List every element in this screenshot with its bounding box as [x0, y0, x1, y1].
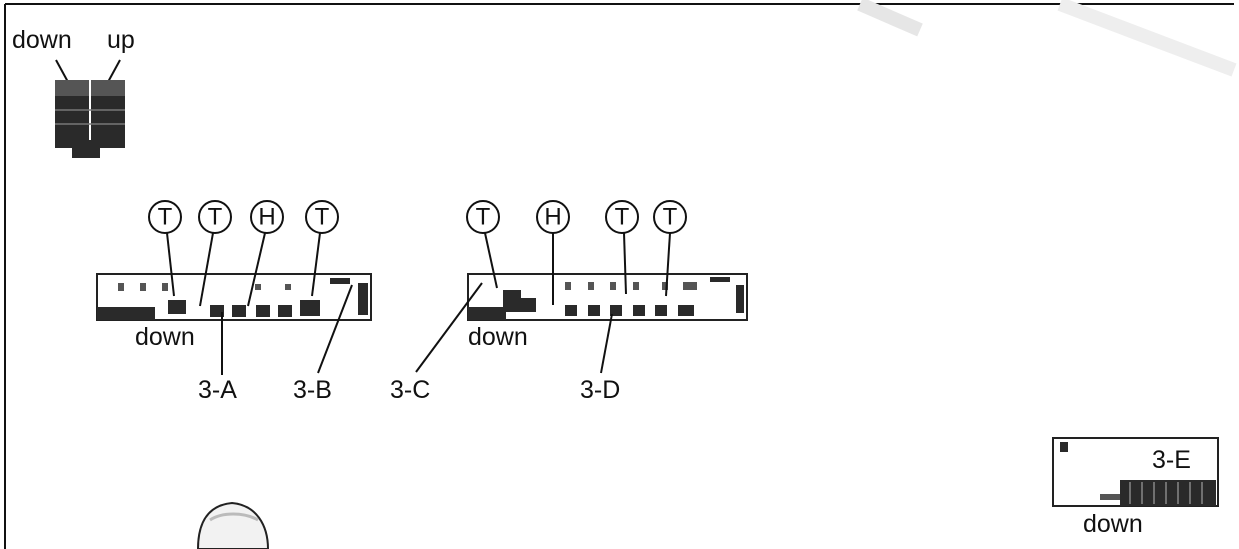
marker-label: T	[158, 204, 173, 231]
car-left: T T H T down 3-A 3-B	[96, 200, 372, 404]
marker-circle: T	[605, 200, 639, 295]
marker-label: T	[208, 204, 223, 231]
car-right-markers: T H T T	[466, 200, 687, 305]
marker-circle: T	[653, 200, 687, 297]
marker-label: T	[315, 204, 330, 231]
callout-3c: 3-C	[390, 376, 430, 404]
car-right-callouts: 3-C 3-D	[390, 282, 620, 404]
marker-circle: H	[247, 200, 284, 307]
car-right-down-label: down	[468, 323, 528, 351]
marker-circle: T	[466, 200, 500, 289]
callout-3a: 3-A	[198, 376, 237, 404]
car-left-down-label: down	[135, 323, 195, 351]
corner-key: down up	[12, 26, 135, 158]
marker-label: T	[663, 204, 678, 231]
car-small-down-label: down	[1083, 510, 1143, 538]
key-up-label: up	[107, 26, 135, 54]
car-right: T H T T down 3-C 3-D	[390, 200, 748, 404]
key-down-label: down	[12, 26, 72, 54]
car-small: 3-E down	[1052, 437, 1219, 538]
frame	[4, 0, 1237, 549]
car-left-seats	[97, 278, 368, 320]
callout-3d: 3-D	[580, 376, 620, 404]
marker-circle: H	[536, 200, 570, 305]
callout-3e: 3-E	[1152, 446, 1191, 474]
car-left-callouts: 3-A 3-B	[198, 284, 353, 404]
car-left-markers: T T H T	[148, 200, 339, 307]
marker-circle: T	[148, 200, 182, 297]
key-seat-block	[55, 80, 125, 158]
marker-label: T	[615, 204, 630, 231]
marker-label: H	[258, 204, 275, 231]
callout-3b: 3-B	[293, 376, 332, 404]
car-small-seats	[1100, 480, 1216, 506]
partial-figure	[196, 501, 270, 549]
marker-label: T	[476, 204, 491, 231]
car-right-seats	[468, 277, 744, 320]
marker-label: H	[544, 204, 561, 231]
marker-circle: T	[305, 200, 339, 297]
marker-circle: T	[198, 200, 232, 307]
